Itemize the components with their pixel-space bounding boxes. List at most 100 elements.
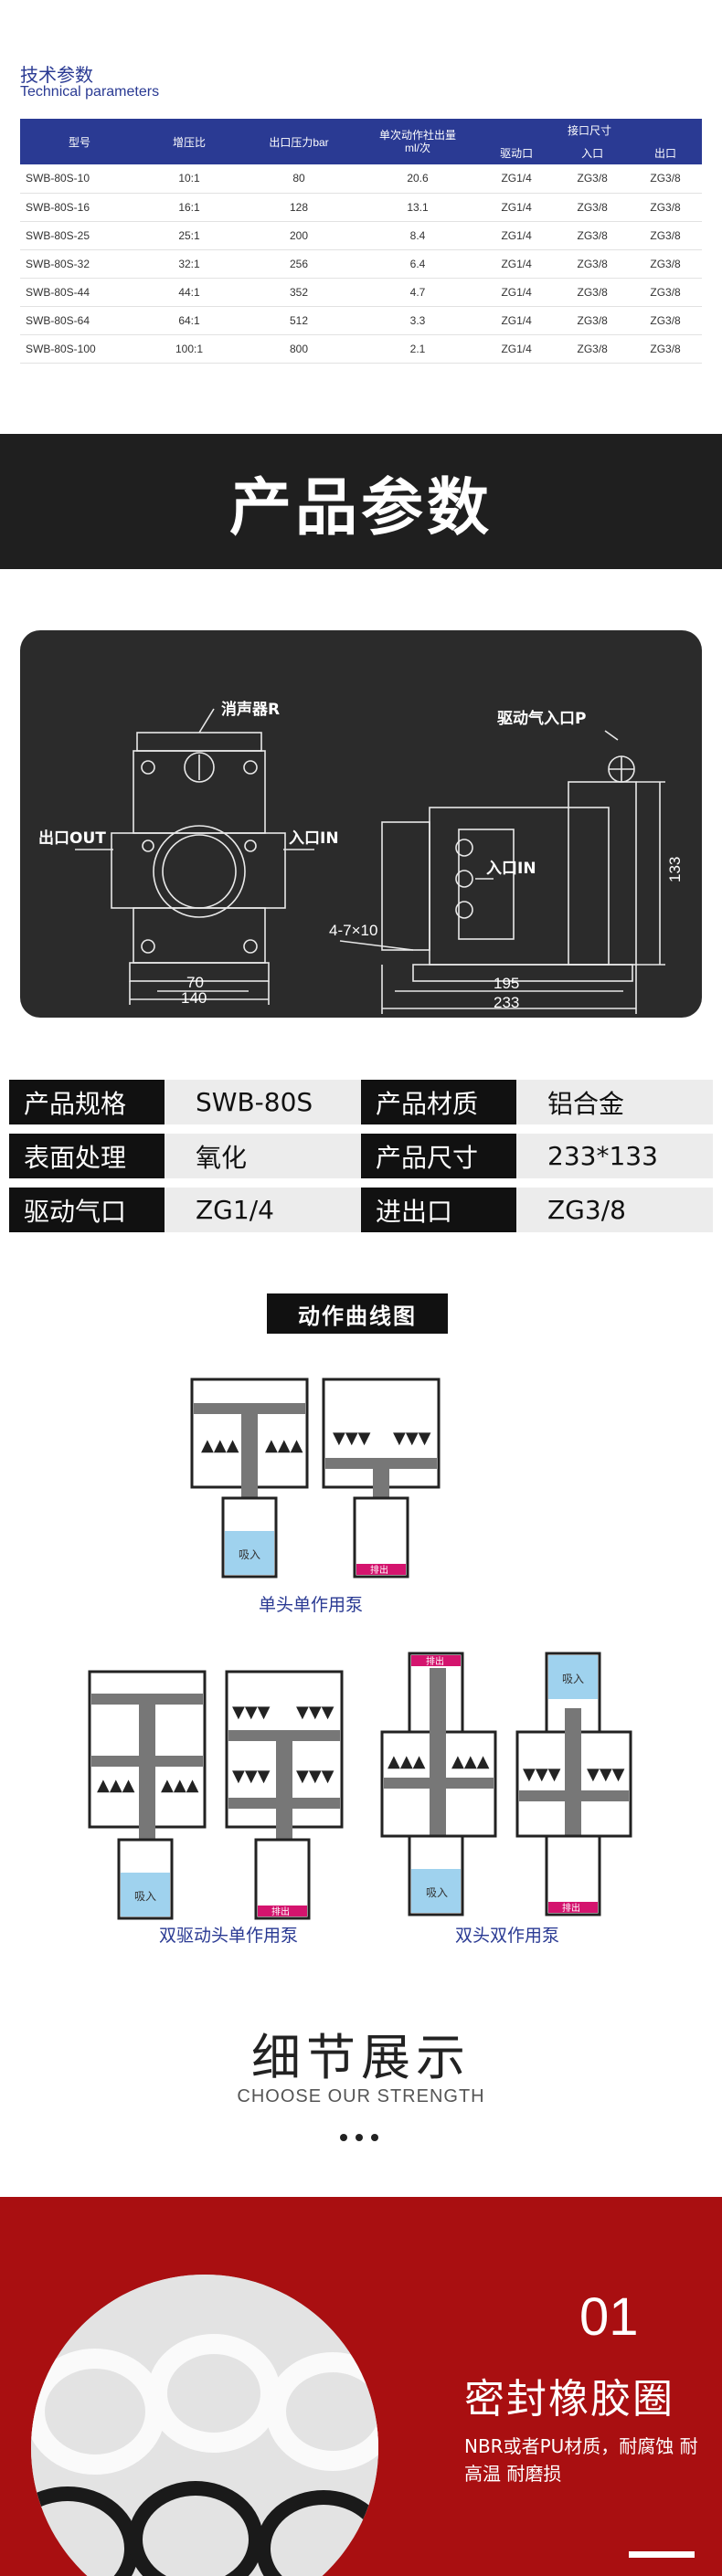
suck-label: 吸入 [239, 1548, 260, 1561]
cell-outlet: ZG3/8 [629, 164, 702, 194]
discharge-label: 排出 [426, 1655, 444, 1667]
cell-model: SWB-80S-25 [20, 221, 139, 250]
dim-140: 140 [181, 989, 207, 1007]
suck-label: 吸入 [426, 1886, 448, 1899]
table-row: SWB-80S-25 25:1 200 8.4 ZG1/4 ZG3/8 ZG3/… [20, 221, 702, 250]
spec-key: 驱动气口 [9, 1188, 165, 1232]
accent-bar [629, 2551, 695, 2558]
cell-pressure: 512 [239, 306, 358, 335]
details-title: 细节展示 [251, 2029, 471, 2086]
spec-key: 表面处理 [9, 1134, 165, 1178]
cell-drive: ZG1/4 [477, 221, 557, 250]
dimension-drawing: 消声器R 出口OUT 入口IN 驱动气入口P 入口IN 4-7×10 70 14… [20, 630, 702, 1018]
cell-volume: 8.4 [358, 221, 477, 250]
spec-key: 产品规格 [9, 1080, 165, 1124]
caption-double-drive: 双驱动头单作用泵 [158, 1926, 298, 1946]
cell-inlet: ZG3/8 [556, 334, 630, 364]
spec-key: 产品尺寸 [361, 1134, 516, 1178]
dim-233: 233 [494, 994, 519, 1011]
ellipsis-dots [340, 2134, 378, 2141]
discharge-label: 排出 [370, 1564, 388, 1576]
cell-ratio: 100:1 [139, 334, 239, 364]
svg-text:▲▲▲: ▲▲▲ [201, 1436, 239, 1455]
tech-table: 型号 增压比 出口压力bar 单次动作社出量ml/次 接口尺寸 驱动口 入口 出… [20, 119, 702, 364]
cell-model: SWB-80S-10 [20, 164, 139, 194]
cell-outlet: ZG3/8 [629, 193, 702, 222]
seal-number: 01 [579, 2287, 639, 2347]
product-parameters-banner: 产品参数 [0, 434, 722, 569]
details-subtitle: CHOOSE OUR STRENGTH [237, 2086, 485, 2106]
svg-text:▲▲▲: ▲▲▲ [451, 1752, 490, 1771]
pump-diagrams: ▲▲▲ ▲▲▲ ▼▼▼ ▼▼▼ ▲▲▲ ▲▲▲ ▼▼▼ ▼▼▼ ▼▼▼ ▼▼▼ … [88, 1378, 632, 1920]
cell-model: SWB-80S-100 [20, 334, 139, 364]
spec-row: 表面处理 氧化 产品尺寸 233*133 [9, 1134, 713, 1178]
subheader-outlet: 出口 [629, 142, 702, 164]
svg-text:▼▼▼: ▼▼▼ [232, 1703, 271, 1722]
seal-description: NBR或者PU材质，耐腐蚀 耐高温 耐磨损 [464, 2435, 698, 2485]
spec-row: 驱动气口 ZG1/4 进出口 ZG3/8 [9, 1188, 713, 1232]
svg-text:▼▼▼: ▼▼▼ [333, 1429, 371, 1448]
cell-pressure: 80 [239, 164, 358, 194]
seal-section: 01 密封橡胶圈 NBR或者PU材质，耐腐蚀 耐高温 耐磨损 [0, 2197, 722, 2576]
svg-text:▼▼▼: ▼▼▼ [296, 1703, 334, 1722]
technical-parameters-section: 技术参数 Technical parameters 型号 增压比 出口压力bar… [0, 0, 722, 434]
header-volume: 单次动作社出量ml/次 [358, 119, 477, 164]
cell-ratio: 64:1 [139, 306, 239, 335]
svg-text:▼▼▼: ▼▼▼ [523, 1765, 561, 1784]
header-model: 型号 [20, 119, 139, 164]
suck-label: 吸入 [562, 1673, 584, 1685]
tech-title-cn: 技术参数 [20, 64, 93, 86]
cell-volume: 3.3 [358, 306, 477, 335]
svg-text:▼▼▼: ▼▼▼ [296, 1767, 334, 1786]
label-inlet-front: 入口IN [289, 829, 339, 848]
spec-value: 铝合金 [516, 1080, 713, 1124]
svg-text:▲▲▲: ▲▲▲ [388, 1752, 426, 1771]
cell-volume: 20.6 [358, 164, 477, 194]
tech-title-en: Technical parameters [20, 84, 160, 100]
drawing-svg: 消声器R 出口OUT 入口IN 驱动气入口P 入口IN 4-7×10 70 14… [38, 700, 684, 1014]
cell-ratio: 10:1 [139, 164, 239, 194]
cell-inlet: ZG3/8 [556, 306, 630, 335]
header-port-size: 接口尺寸 [477, 119, 702, 142]
dim-70: 70 [186, 974, 204, 991]
header-ratio: 增压比 [139, 119, 239, 164]
subheader-drive: 驱动口 [477, 142, 557, 164]
table-row: SWB-80S-16 16:1 128 13.1 ZG1/4 ZG3/8 ZG3… [20, 193, 702, 222]
table-row: SWB-80S-100 100:1 800 2.1 ZG1/4 ZG3/8 ZG… [20, 334, 702, 364]
cell-volume: 13.1 [358, 193, 477, 222]
svg-text:▲▲▲: ▲▲▲ [97, 1776, 135, 1795]
discharge-label: 排出 [271, 1906, 290, 1917]
cell-inlet: ZG3/8 [556, 249, 630, 279]
spec-value: 233*133 [516, 1134, 713, 1178]
cell-inlet: ZG3/8 [556, 221, 630, 250]
table-row: SWB-80S-44 44:1 352 4.7 ZG1/4 ZG3/8 ZG3/… [20, 278, 702, 307]
cell-outlet: ZG3/8 [629, 249, 702, 279]
cell-volume: 6.4 [358, 249, 477, 279]
cell-model: SWB-80S-16 [20, 193, 139, 222]
cell-drive: ZG1/4 [477, 278, 557, 307]
dim-133: 133 [666, 857, 684, 882]
label-silencer: 消声器R [221, 700, 280, 719]
spec-key: 进出口 [361, 1188, 516, 1232]
cell-drive: ZG1/4 [477, 334, 557, 364]
dim-195: 195 [494, 975, 519, 992]
cell-drive: ZG1/4 [477, 249, 557, 279]
svg-text:▲▲▲: ▲▲▲ [161, 1776, 199, 1795]
cell-pressure: 128 [239, 193, 358, 222]
cell-model: SWB-80S-32 [20, 249, 139, 279]
seal-title: 密封橡胶圈 [464, 2376, 674, 2423]
spec-value: 氧化 [165, 1134, 361, 1178]
cell-outlet: ZG3/8 [629, 306, 702, 335]
cell-inlet: ZG3/8 [556, 193, 630, 222]
action-curve-title: 动作曲线图 [267, 1293, 448, 1334]
label-holes: 4-7×10 [329, 922, 377, 939]
cell-drive: ZG1/4 [477, 164, 557, 194]
cell-drive: ZG1/4 [477, 306, 557, 335]
cell-volume: 2.1 [358, 334, 477, 364]
spec-value: SWB-80S [165, 1080, 361, 1124]
label-outlet: 出口OUT [38, 829, 106, 848]
banner-title: 产品参数 [228, 471, 493, 544]
spec-table: 产品规格 SWB-80S 产品材质 铝合金 表面处理 氧化 产品尺寸 233*1… [9, 1080, 713, 1241]
suck-label: 吸入 [134, 1890, 156, 1903]
table-row: SWB-80S-32 32:1 256 6.4 ZG1/4 ZG3/8 ZG3/… [20, 249, 702, 279]
